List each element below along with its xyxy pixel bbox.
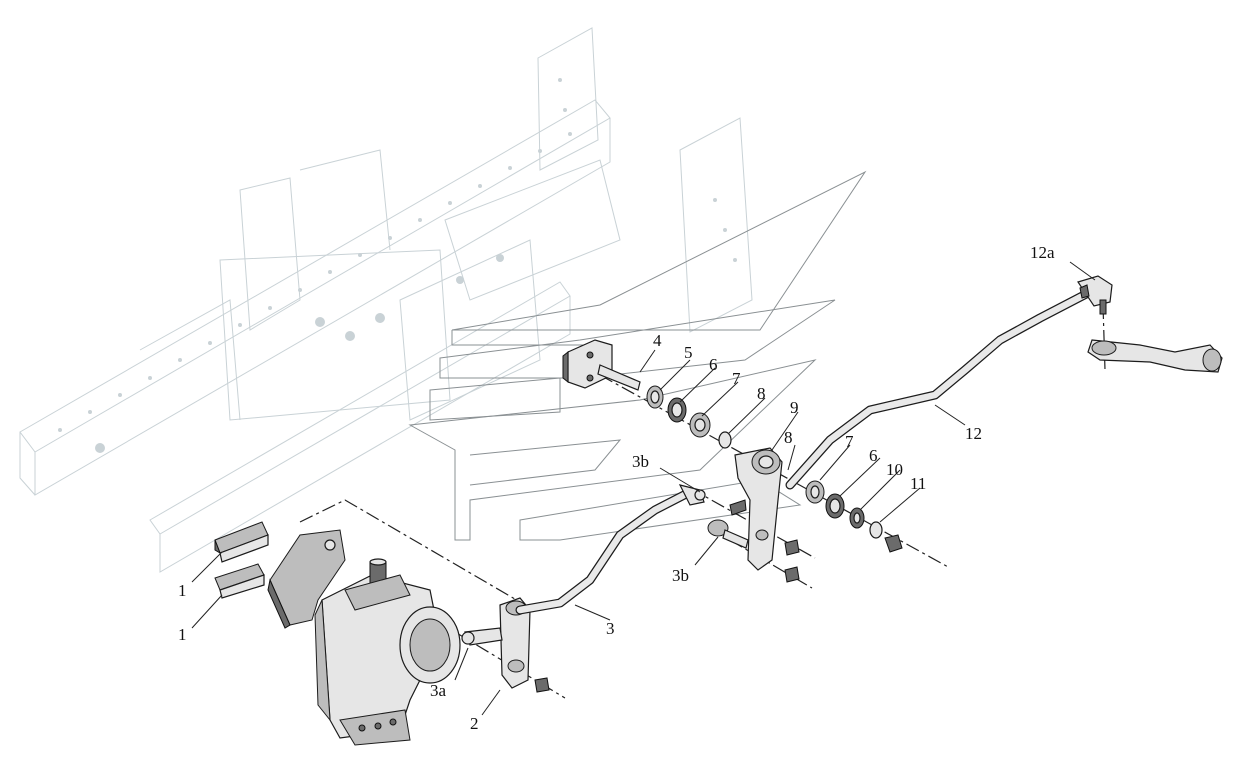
ball-joint-3b: [707, 499, 749, 549]
label-part-3b-bottom: 3b: [672, 566, 689, 585]
label-part-5: 5: [684, 343, 693, 362]
label-part-7-left: 7: [732, 369, 741, 388]
tie-rod: [785, 275, 1113, 490]
washer-10: [849, 507, 865, 529]
ghost-outline-shapes: [408, 170, 867, 541]
steering-gear-bracket: [267, 529, 346, 629]
label-part-6-left: 6: [709, 355, 718, 374]
label-part-1-bottom: 1: [178, 625, 187, 644]
bearing-6-left: [667, 397, 687, 423]
label-part-8-left: 8: [757, 384, 766, 403]
label-part-9: 9: [790, 398, 799, 417]
label-part-10: 10: [886, 460, 903, 479]
pitman-arm: [461, 597, 531, 689]
rubber-pad-bottom: [214, 563, 265, 599]
label-part-3b-top: 3b: [632, 452, 649, 471]
vehicle-frame: [19, 27, 753, 573]
nut-right: [884, 534, 903, 553]
bearing-7-left: [689, 412, 711, 438]
bearing-7-right: [805, 480, 825, 504]
label-part-8-right: 8: [784, 428, 793, 447]
label-part-4: 4: [653, 331, 662, 350]
label-part-1-top: 1: [178, 581, 187, 600]
nut-3b-lower: [784, 566, 800, 583]
nut-3b-upper: [784, 539, 800, 556]
intermediate-arm-bracket: [562, 339, 641, 391]
label-part-7-right: 7: [845, 432, 854, 451]
bearing-6-right: [825, 493, 845, 519]
knuckle-arm: [1087, 339, 1223, 373]
intermediate-arm: [734, 447, 783, 571]
drag-link: [515, 484, 706, 615]
label-part-6-right: 6: [869, 446, 878, 465]
label-part-12: 12: [965, 424, 982, 443]
leader-lines: [191, 261, 1096, 716]
nut-pitman: [534, 677, 550, 693]
callout-labels: 1 1 2 3 3a 3b 3b 4 5 6 7 8 9 8 7 6 10 11…: [178, 243, 1055, 733]
washer-11: [869, 521, 883, 539]
label-part-2: 2: [470, 714, 479, 733]
rubber-pad-top: [214, 521, 269, 563]
washer-5: [646, 385, 664, 409]
label-part-3a: 3a: [430, 681, 447, 700]
steering-gear-box: [314, 558, 461, 746]
ring-8-left: [718, 431, 732, 449]
label-part-11: 11: [910, 474, 926, 493]
label-part-3: 3: [606, 619, 615, 638]
label-part-12a: 12a: [1030, 243, 1055, 262]
